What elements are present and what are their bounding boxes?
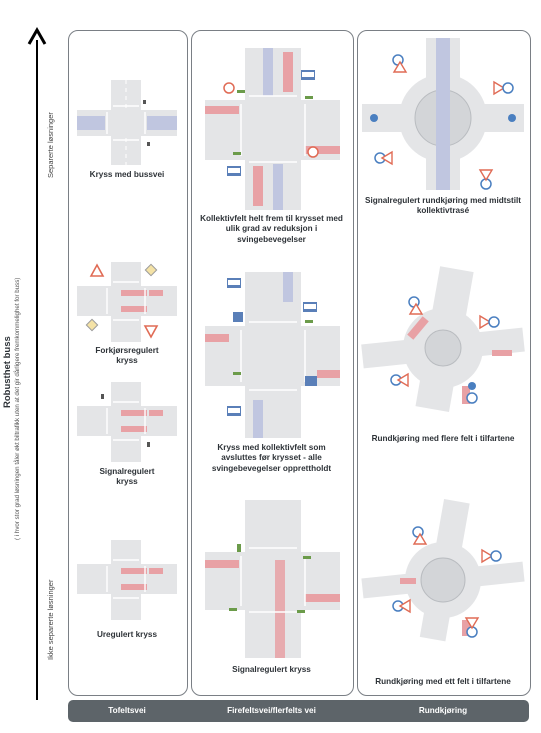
axis-top-label: Separerte løsninger [46,112,55,178]
label-uregulert: Uregulert kryss [96,630,158,639]
axis-bottom-label: Ikke separerte løsninger [46,579,55,660]
category-firefeltsvei: Firefeltsvei/flerfelts vei [227,706,316,715]
label-kollektivfelt-avsluttes: Kryss med kollektivfelt som avsluttes fø… [211,443,332,473]
label-forkjorsregulert: Forkjørsregulert kryss [95,346,159,366]
axis-title: Robusthet buss [2,336,13,408]
label-signalregulert-2lane: Signalregulert kryss [99,467,155,487]
category-bar: Tofeltsvei Firefeltsvei/flerfelts vei Ru… [68,700,529,722]
label-kollektivfelt-helt-frem: Kollektivfelt helt frem til krysset med … [200,214,343,244]
category-tofeltsvei: Tofeltsvei [108,706,146,715]
label-kryss-med-bussvei: Kryss med bussvei [89,170,165,179]
label-rundkjoring-ett-felt: Rundkjøring med ett felt i tilfartene [375,677,511,686]
label-rundkjoring-flere-felt: Rundkjøring med flere felt i tilfartene [371,434,515,443]
label-signalregulert-rundkjoring: Signalregulert rundkjøring med midtstilt… [364,196,522,216]
axis-subtitle: ( i hvor stor grad løsningen tåler økt b… [14,277,21,540]
category-rundkjoring: Rundkjøring [418,706,468,715]
label-signalregulert-4lane: Signalregulert kryss [232,665,311,674]
